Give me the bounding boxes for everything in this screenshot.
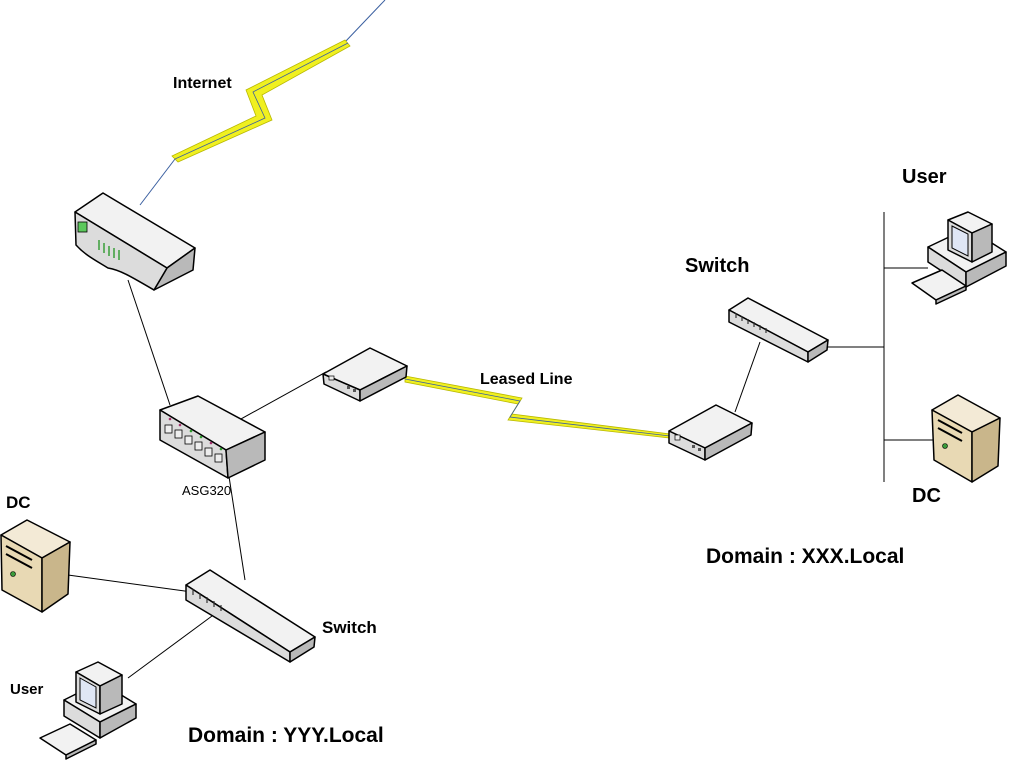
right-switch-label: Switch xyxy=(685,255,749,277)
right-domain-label: Domain : XXX.Local xyxy=(706,545,904,568)
left-dc-label: DC xyxy=(6,493,31,512)
modem-right-icon[interactable] xyxy=(668,404,753,461)
right-dc-label: DC xyxy=(912,485,941,507)
leased-line-label: Leased Line xyxy=(480,371,573,388)
left-domain-label: Domain : YYY.Local xyxy=(188,724,384,747)
internet-label: Internet xyxy=(173,75,232,92)
router-icon[interactable] xyxy=(74,192,196,291)
firewall-asg320-icon[interactable] xyxy=(159,395,266,479)
internet-link xyxy=(139,0,386,206)
connections xyxy=(67,212,936,679)
user-pc-right-icon[interactable] xyxy=(911,211,1007,305)
switch-left-icon[interactable] xyxy=(185,569,316,663)
firewall-label: ASG320 xyxy=(182,483,231,498)
switch-right-icon[interactable] xyxy=(728,297,829,363)
dc-server-right-icon[interactable] xyxy=(931,394,1001,483)
right-user-label: User xyxy=(902,166,947,188)
user-pc-left-icon[interactable] xyxy=(39,661,137,760)
dc-server-left-icon[interactable] xyxy=(0,519,71,613)
modem-left-icon[interactable] xyxy=(322,347,408,402)
left-user-label: User xyxy=(10,681,44,698)
left-switch-label: Switch xyxy=(322,618,377,637)
